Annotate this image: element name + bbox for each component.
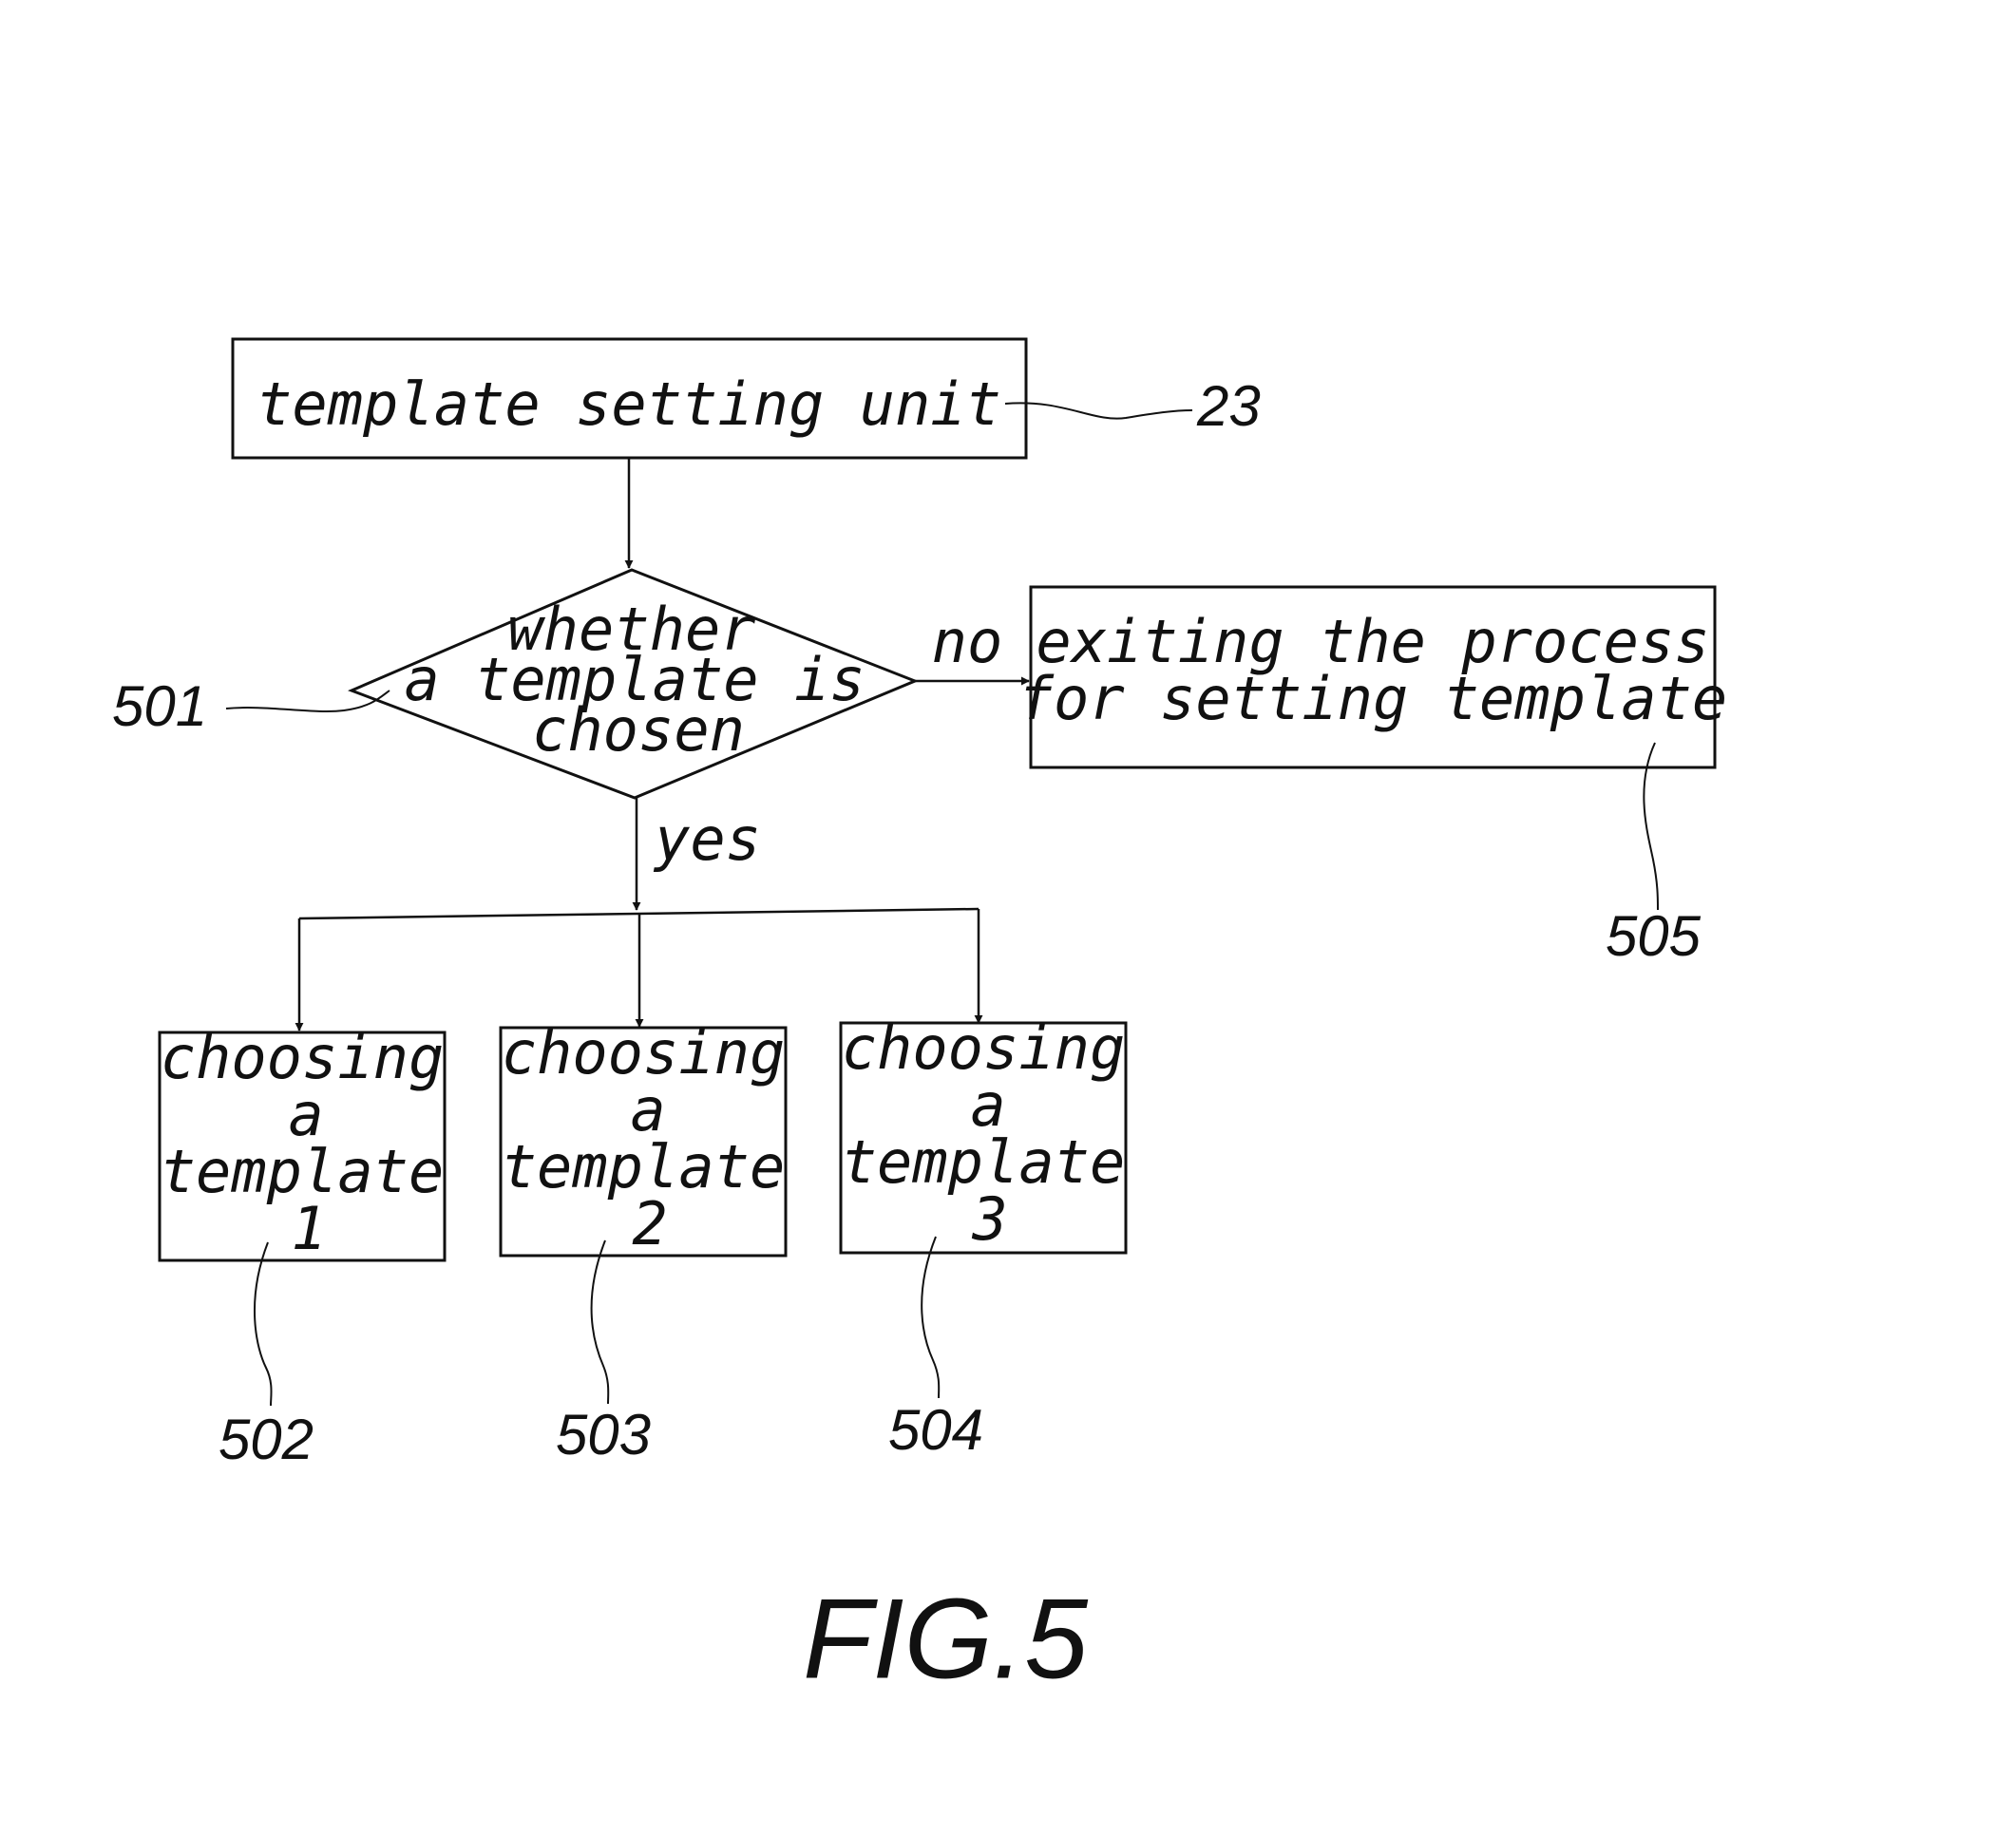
choose-template-3-node: choosing a template 3: [841, 1013, 1126, 1254]
edge-label-yes: yes: [653, 804, 761, 874]
exit-process-node: exiting the process for setting template: [1018, 587, 1728, 767]
ref-505: 505: [1606, 904, 1702, 968]
decision-line-3: chosen: [532, 695, 745, 765]
ref-23-leader: [1005, 403, 1192, 418]
ref-504: 504: [888, 1398, 983, 1462]
choose-template-2-node: choosing a template 2: [501, 1018, 786, 1258]
ref-504-leader: [922, 1237, 939, 1398]
exit-process-line-2: for setting template: [1018, 664, 1728, 733]
edge-label-no: no: [932, 607, 1003, 676]
ref-503: 503: [556, 1403, 651, 1466]
ref-502: 502: [219, 1408, 314, 1471]
template-setting-unit-node: template setting unit: [233, 339, 1026, 458]
choose-template-3-line-4: 3: [971, 1184, 1007, 1254]
ref-501: 501: [112, 674, 207, 738]
choose-template-1-node: choosing a template 1: [160, 1023, 445, 1263]
ref-23: 23: [1196, 374, 1261, 438]
ref-502-leader: [255, 1242, 272, 1406]
choose-template-2-line-4: 2: [632, 1189, 667, 1258]
figure-label: FIG.5: [803, 1576, 1089, 1703]
decision-node: whether a template is chosen: [352, 570, 915, 798]
template-setting-unit-label: template setting unit: [257, 369, 1001, 439]
choose-template-1-line-4: 1: [291, 1194, 326, 1263]
ref-503-leader: [592, 1240, 609, 1404]
